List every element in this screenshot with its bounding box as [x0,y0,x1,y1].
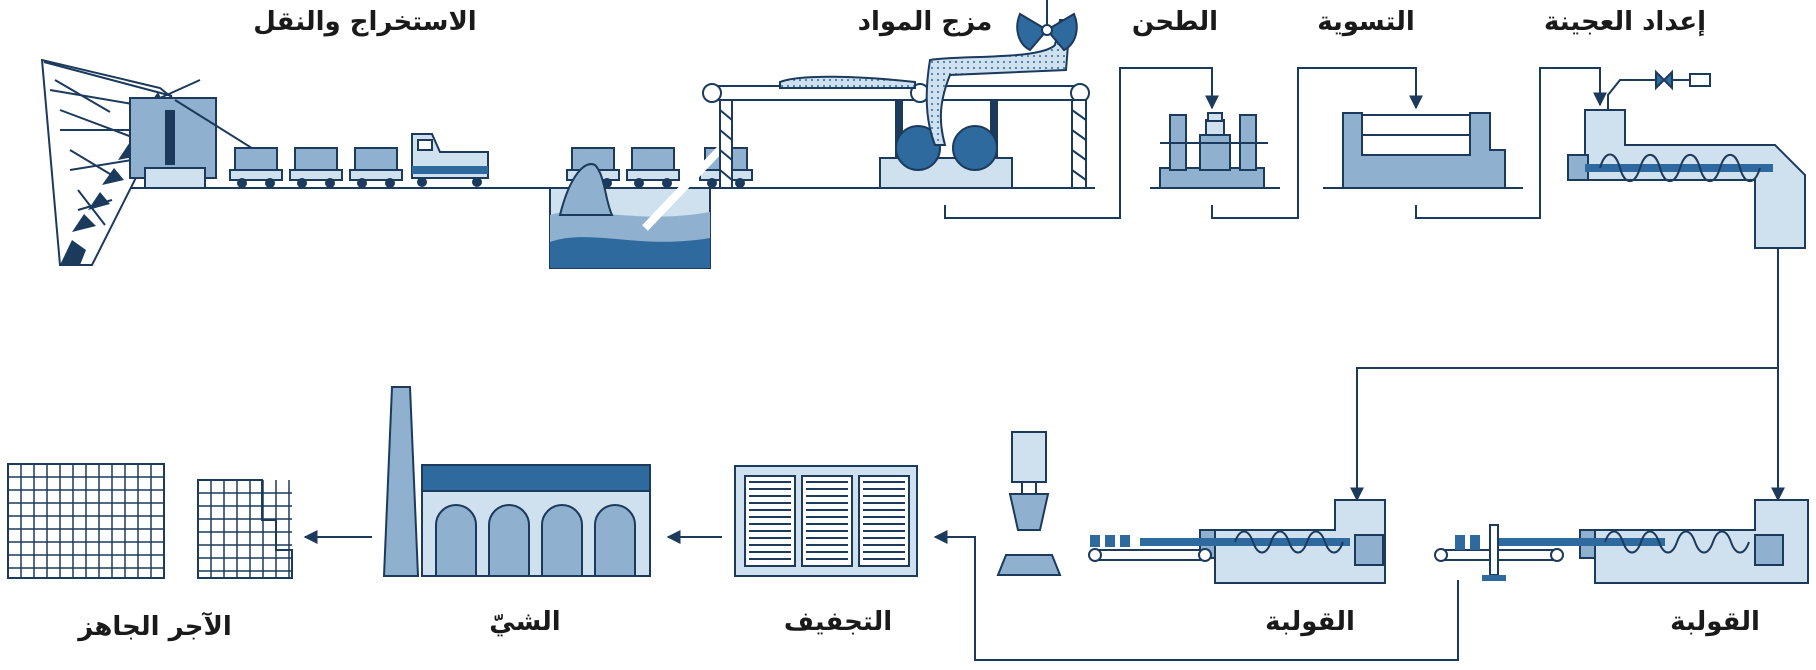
label-grinding: الطحن [1132,7,1218,37]
crusher-icon [879,19,1072,189]
dryer-icon [734,465,918,577]
label-drying: التجفيف [784,607,892,637]
truck-icon [411,133,489,187]
label-firing: الشيّ [489,607,560,637]
flow-connector [303,67,1785,661]
extruder-icon-2 [1088,499,1386,584]
label-molding-right: القولبة [1670,607,1760,637]
label-mixing: مزج المواد [858,7,993,37]
extruder-icon [1434,499,1809,584]
leveler-icon [1323,112,1523,189]
kiln-icon [382,386,651,577]
mine-cart-icon [229,147,403,188]
label-finished: الآجر الجاهز [76,611,232,642]
excavator-icon [40,58,256,266]
label-leveling: التسوية [1317,7,1415,37]
pit-icon [549,163,711,269]
conveyor-icon [642,75,1090,231]
label-extraction: الاستخراج والنقل [253,7,476,37]
grinder-icon [1150,112,1280,189]
cutter-icon [996,431,1062,576]
pug-mill-icon [1567,69,1806,249]
brick-stack-icon [7,463,293,579]
label-paste: إعداد العجينة [1544,7,1706,37]
label-molding-left: القولبة [1265,607,1355,637]
fan-icon [1016,0,1078,52]
